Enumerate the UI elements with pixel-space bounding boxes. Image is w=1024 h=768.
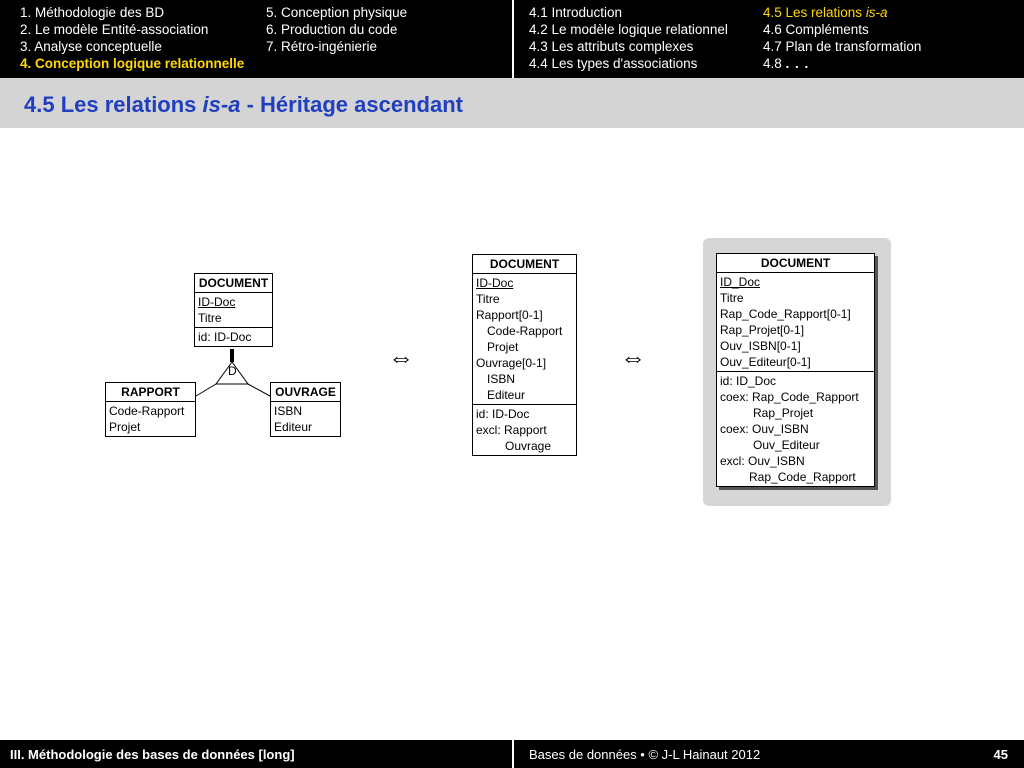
nav-sections-left-2: 5. Conception physique 6. Production du … xyxy=(266,4,407,55)
attr-code-rapport: Code-Rapport xyxy=(487,324,563,338)
constraint-id: id: ID_Doc xyxy=(720,374,777,388)
footer-bar: III. Méthodologie des bases de données [… xyxy=(0,740,1024,768)
nav-sub-modele-logique[interactable]: 4.2 Le modèle logique relationnel xyxy=(529,22,728,37)
entity-document-2[interactable]: DOCUMENT ID-Doc Titre Rapport[0-1] Code-… xyxy=(472,254,577,456)
attr-editeur: Editeur xyxy=(274,420,313,434)
entity-name: DOCUMENT xyxy=(195,274,272,293)
constraint-coex-2-cont: Ouv_Editeur xyxy=(753,438,820,452)
footer-divider xyxy=(512,740,514,768)
nav-sub-attributs-complexes[interactable]: 4.3 Les attributs complexes xyxy=(529,39,694,54)
equivalence-icon-1: ⇔ xyxy=(388,342,414,372)
nav-sub-types-associations[interactable]: 4.4 Les types d'associations xyxy=(529,56,698,71)
nav-item-modele-ea[interactable]: 2. Le modèle Entité-association xyxy=(20,22,209,37)
constraint-coex-1: coex: Rap_Code_Rapport xyxy=(720,390,859,404)
attr-id-doc: ID_Doc xyxy=(720,275,761,289)
constraint-id: id: ID-Doc xyxy=(198,330,252,344)
nav-sub-more[interactable]: 4.8 . . . xyxy=(763,56,810,71)
nav-item-analyse[interactable]: 3. Analyse conceptuelle xyxy=(20,39,162,54)
isa-label: D xyxy=(228,364,237,378)
attr-ouvrage: Ouvrage[0-1] xyxy=(476,356,547,370)
title-bar: 4.5 Les relations is-a - Héritage ascend… xyxy=(0,78,1024,128)
attr-id-doc: ID-Doc xyxy=(198,295,236,309)
entity-document-1[interactable]: DOCUMENT ID-Doc Titre id: ID-Doc xyxy=(194,273,273,347)
attr-editeur: Editeur xyxy=(487,388,526,402)
page-number: 45 xyxy=(993,747,1008,762)
nav-sub-complements[interactable]: 4.6 Compléments xyxy=(763,22,869,37)
attr-ouv-editeur: Ouv_Editeur[0-1] xyxy=(720,355,811,369)
nav-item-conception-logique[interactable]: 4. Conception logique relationnelle xyxy=(20,56,245,71)
nav-sub-introduction[interactable]: 4.1 Introduction xyxy=(529,5,623,20)
isa-triangle xyxy=(215,361,249,385)
equivalence-icon-2: ⇔ xyxy=(620,342,646,372)
footer-copyright: Bases de données • © J-L Hainaut 2012 xyxy=(529,747,761,762)
attr-code-rapport: Code-Rapport xyxy=(109,404,185,418)
constraint-excl-cont: Rap_Code_Rapport xyxy=(749,470,856,484)
nav-sections-left: 1. Méthodologie des BD 2. Le modèle Enti… xyxy=(20,4,244,72)
page-title: 4.5 Les relations is-a - Héritage ascend… xyxy=(24,92,463,117)
nav-item-methodologie[interactable]: 1. Méthodologie des BD xyxy=(20,5,165,20)
entity-name: DOCUMENT xyxy=(473,255,576,274)
nav-subsections-1: 4.1 Introduction 4.2 Le modèle logique r… xyxy=(529,4,728,72)
attr-isbn: ISBN xyxy=(487,372,516,386)
constraint-excl: excl: Ouv_ISBN xyxy=(720,454,805,468)
constraint-coex-2: coex: Ouv_ISBN xyxy=(720,422,809,436)
nav-subsections-2: 4.5 Les relations is-a 4.6 Compléments 4… xyxy=(763,4,921,72)
constraint-coex-1-cont: Rap_Projet xyxy=(753,406,814,420)
nav-sub-plan-transformation[interactable]: 4.7 Plan de transformation xyxy=(763,39,922,54)
entity-name: OUVRAGE xyxy=(271,383,340,402)
constraint-excl: excl: Rapport xyxy=(476,423,547,437)
attr-isbn: ISBN xyxy=(274,404,303,418)
attr-rapport: Rapport[0-1] xyxy=(476,308,543,322)
attr-titre: Titre xyxy=(198,311,222,325)
isa-link-ouvrage xyxy=(247,383,271,397)
footer-course-title: III. Méthodologie des bases de données [… xyxy=(10,747,295,762)
header-divider xyxy=(512,0,514,78)
header-bar: 1. Méthodologie des BD 2. Le modèle Enti… xyxy=(0,0,1024,78)
entity-rapport[interactable]: RAPPORT Code-Rapport Projet xyxy=(105,382,196,437)
nav-sub-relations-isa[interactable]: 4.5 Les relations is-a xyxy=(763,5,888,20)
entity-ouvrage[interactable]: OUVRAGE ISBN Editeur xyxy=(270,382,341,437)
attr-rap-projet: Rap_Projet[0-1] xyxy=(720,323,805,337)
attr-titre: Titre xyxy=(720,291,744,305)
attr-projet: Projet xyxy=(487,340,519,354)
attr-titre: Titre xyxy=(476,292,500,306)
entity-name: RAPPORT xyxy=(106,383,195,402)
nav-item-production-code[interactable]: 6. Production du code xyxy=(266,22,398,37)
nav-item-retro-ingenierie[interactable]: 7. Rétro-ingénierie xyxy=(266,39,378,54)
attr-id-doc: ID-Doc xyxy=(476,276,514,290)
entity-name: DOCUMENT xyxy=(717,254,874,273)
nav-item-conception-physique[interactable]: 5. Conception physique xyxy=(266,5,408,20)
attr-rap-code-rapport: Rap_Code_Rapport[0-1] xyxy=(720,307,851,321)
attr-projet: Projet xyxy=(109,420,141,434)
attr-ouv-isbn: Ouv_ISBN[0-1] xyxy=(720,339,801,353)
isa-link-rapport xyxy=(195,383,217,397)
constraint-excl-cont: Ouvrage xyxy=(505,439,552,453)
entity-document-3[interactable]: DOCUMENT ID_Doc Titre Rap_Code_Rapport[0… xyxy=(716,253,875,487)
constraint-id: id: ID-Doc xyxy=(476,407,530,421)
